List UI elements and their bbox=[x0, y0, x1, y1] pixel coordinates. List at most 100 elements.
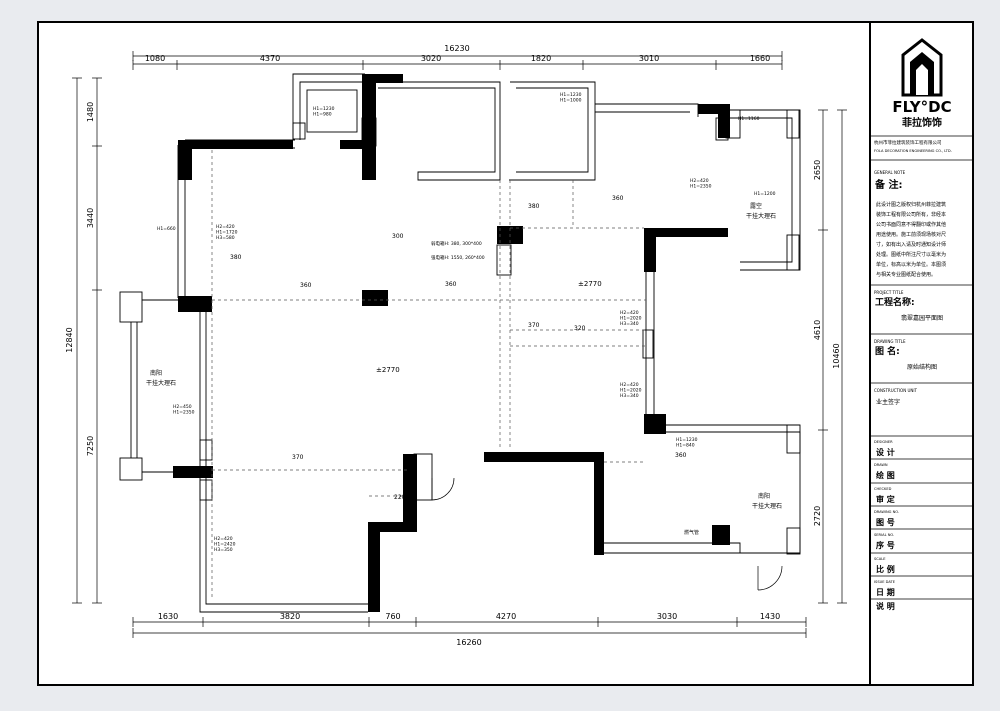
beam-tag: 370 bbox=[528, 322, 540, 329]
notes-title-cn: 备 注: bbox=[874, 178, 902, 191]
dim-bottom-3: 760 bbox=[385, 612, 400, 621]
window-note: H1=1200 bbox=[754, 191, 776, 197]
notes-line: 装饰工程有限公司所有，非经本 bbox=[876, 211, 946, 218]
field-label-cn: 序 号 bbox=[876, 540, 895, 550]
dim-top-2: 4370 bbox=[260, 54, 280, 63]
dim-bottom-1: 1630 bbox=[158, 612, 178, 621]
field-label-cn: 比 例 bbox=[876, 564, 895, 574]
dim-right-2: 4610 bbox=[813, 320, 822, 340]
field-label-cn: 日 期 bbox=[876, 587, 895, 597]
beam-tag: 360 bbox=[445, 281, 457, 288]
logo-text: FLY°DC bbox=[892, 98, 951, 116]
unit-label-en: CONSTRUCTION UNIT bbox=[874, 388, 918, 393]
gas-pipe-label: 燃气管 bbox=[684, 529, 699, 536]
dim-top-total: 16230 bbox=[444, 44, 469, 53]
beam-tag: 220 bbox=[394, 494, 406, 501]
notes-line: 处理。图纸中所注尺寸以毫米为 bbox=[876, 251, 946, 258]
beam-lines bbox=[211, 150, 646, 600]
dim-right-1: 2650 bbox=[813, 160, 822, 180]
drawing-label-en: DRAWING TITLE bbox=[874, 339, 906, 344]
balcony-top-note: 干挂大理石 bbox=[746, 212, 776, 220]
balcony-left-note: 干挂大理石 bbox=[146, 379, 176, 387]
dim-top-4: 1820 bbox=[531, 54, 551, 63]
project-label-cn: 工程名称: bbox=[875, 296, 915, 308]
field-label-en: DRAWN bbox=[874, 463, 888, 467]
beam-tag: 300 bbox=[392, 233, 404, 240]
field-label-cn: 图 号 bbox=[876, 518, 895, 527]
dim-top-1: 1080 bbox=[145, 54, 165, 63]
window-note: H1=1160 bbox=[738, 116, 760, 122]
dim-top-5: 3010 bbox=[639, 54, 659, 63]
strong-electric-box: 强电箱H: 1550, 260*400 bbox=[431, 254, 485, 261]
field-label-cn: 设 计 bbox=[876, 447, 895, 457]
beam-tag: 380 bbox=[528, 203, 540, 210]
notes-line: 此设计图之版权归杭州菲拉建筑 bbox=[876, 201, 946, 208]
notes-line: 寸，如有出入请及时通知设计师 bbox=[876, 241, 946, 248]
field-label-en: ISSUE DATE bbox=[874, 580, 896, 584]
unit-value: 业主签字 bbox=[876, 398, 900, 406]
beam-tag: 360 bbox=[612, 195, 624, 202]
drawing-label-cn: 图 名: bbox=[875, 345, 900, 357]
dim-left-3: 7250 bbox=[86, 436, 95, 456]
dim-bottom-6: 1430 bbox=[760, 612, 780, 621]
balcony-bottom-note: 干挂大理石 bbox=[752, 502, 782, 510]
dim-top-3: 3020 bbox=[421, 54, 441, 63]
window-note: H1=660 bbox=[157, 226, 176, 232]
beam-tag: 320 bbox=[574, 325, 586, 332]
beam-tag: 360 bbox=[675, 452, 687, 459]
notes-line: 公司书面同意不得翻印或作其他 bbox=[876, 221, 946, 228]
beam-tag: 370 bbox=[292, 454, 304, 461]
company-name-en: FOLA DECORATION ENGINEERING CO., LTD. bbox=[874, 149, 952, 153]
dimension-labels: 16230 1080 4370 3020 1820 3010 1660 1630… bbox=[65, 44, 841, 647]
dim-left-total: 12840 bbox=[65, 327, 74, 352]
balcony-bottom-name: 南阳 bbox=[758, 492, 770, 500]
dim-right-total: 10460 bbox=[832, 343, 841, 368]
dim-bottom-total: 16260 bbox=[456, 638, 481, 647]
beam-tag: 360 bbox=[300, 282, 312, 289]
company-logo bbox=[901, 38, 943, 97]
dim-left-1: 1480 bbox=[86, 102, 95, 122]
field-label-cn: 审 定 bbox=[876, 494, 895, 504]
project-title: 翡翠嘉园平面图 bbox=[901, 314, 943, 322]
company-name-cn: 杭州市菲拉建筑装饰工程有限公司 bbox=[874, 139, 942, 146]
field-label-en: DESIGNER bbox=[874, 440, 893, 444]
title-block: FLY°DC 菲拉饰饰 杭州市菲拉建筑装饰工程有限公司 FOLA DECORAT… bbox=[870, 38, 973, 611]
dimensions bbox=[72, 51, 847, 638]
drawing-title: 原始结构图 bbox=[907, 363, 937, 371]
dim-right-3: 2720 bbox=[813, 506, 822, 526]
notes-text: 此设计图之版权归杭州菲拉建筑 装饰工程有限公司所有，非经本 公司书面同意不得翻印… bbox=[876, 201, 946, 278]
notes-title-en: GENERAL NOTE bbox=[874, 170, 906, 175]
balcony-top-name: 露空 bbox=[750, 202, 762, 210]
title-block-fields: DESIGNER 设 计 DRAWN 绘 图 CHECKED 审 定 DRAWI… bbox=[870, 440, 973, 611]
sheet-border bbox=[37, 21, 974, 686]
dim-bottom-4: 4270 bbox=[496, 612, 516, 621]
door-swings bbox=[431, 477, 783, 591]
field-label-en: CHECKED bbox=[874, 487, 892, 491]
balcony-left-name: 南阳 bbox=[150, 369, 162, 377]
dim-top-6: 1660 bbox=[750, 54, 770, 63]
dim-left-2: 3440 bbox=[86, 208, 95, 228]
weak-electric-box: 弱电箱H: 380, 300*400 bbox=[431, 240, 482, 247]
field-label-en: SCALE bbox=[874, 557, 886, 561]
ceiling-height-main: ±2770 bbox=[376, 366, 400, 374]
dim-bottom-5: 3030 bbox=[657, 612, 677, 621]
notes-line: 用途使用。施工前须现场核对尺 bbox=[876, 231, 946, 238]
project-label-en: PROJECT TITLE bbox=[874, 290, 904, 295]
notes-line: 与相关专业图纸配合使用。 bbox=[876, 271, 936, 278]
logo-cn: 菲拉饰饰 bbox=[902, 116, 942, 129]
ceiling-height-right: ±2770 bbox=[578, 280, 602, 288]
beam-tag: 380 bbox=[230, 254, 242, 261]
dim-bottom-2: 3820 bbox=[280, 612, 300, 621]
field-label-en: DRAWING NO. bbox=[874, 510, 899, 514]
